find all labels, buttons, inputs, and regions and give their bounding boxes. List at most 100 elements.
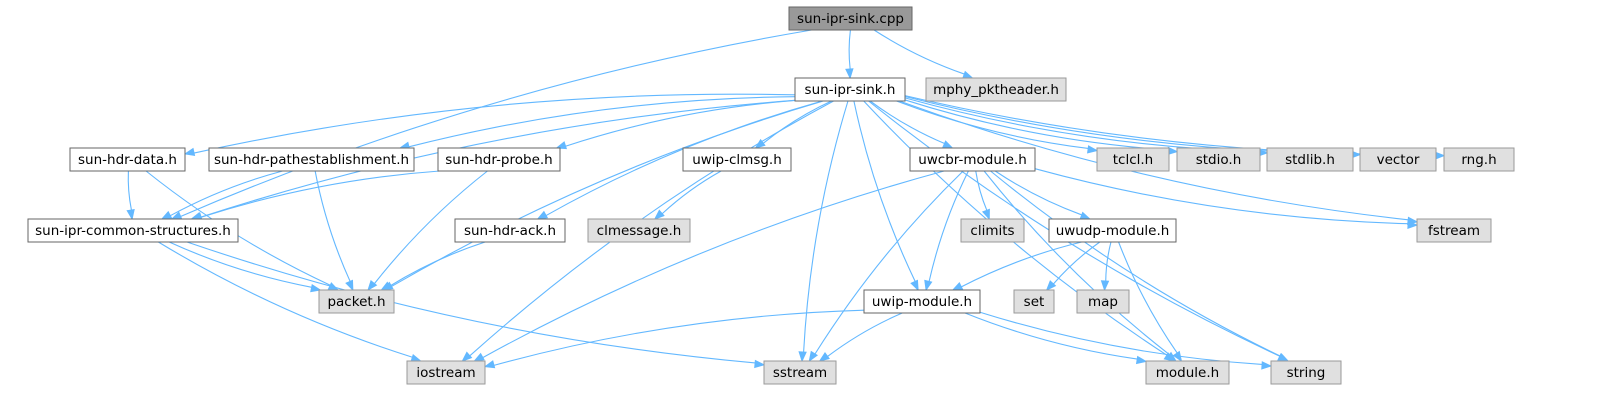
node-label: uwip-clmsg.h [692, 152, 782, 168]
node-box [1266, 147, 1354, 172]
edge-uwudp-to-set [1045, 241, 1101, 292]
node-label: sun-ipr-common-structures.h [35, 223, 231, 239]
node-module[interactable]: module.h [1145, 360, 1230, 385]
node-hdr_probe[interactable]: sun-hdr-probe.h [437, 147, 561, 172]
node-common[interactable]: sun-ipr-common-structures.h [27, 218, 239, 243]
edge-hdr_probe-to-common [190, 170, 440, 221]
node-tclcl[interactable]: tclcl.h [1096, 147, 1170, 172]
edge-hdr_path-to-packet [314, 170, 354, 292]
edge-uwcbr-to-string [990, 170, 1290, 362]
node-label: tclcl.h [1113, 152, 1154, 168]
node-uwip[interactable]: uwip-module.h [863, 289, 981, 314]
node-label: sun-hdr-data.h [78, 152, 177, 168]
node-string[interactable]: string [1270, 360, 1342, 385]
node-box [69, 147, 186, 172]
node-box [794, 77, 906, 102]
edge-uwip-to-string [979, 311, 1273, 370]
node-box [1096, 147, 1170, 172]
edge-sink_h-to-uwip [853, 100, 919, 292]
node-box [682, 147, 792, 172]
node-label: mphy_pktheader.h [933, 82, 1059, 98]
node-box [437, 147, 561, 172]
node-label: string [1287, 365, 1326, 381]
edge-hdr_ack-to-packet [380, 241, 486, 291]
edge-uwudp-to-uwip [951, 241, 1082, 291]
node-label: sun-ipr-sink.cpp [797, 11, 904, 27]
edge-sink_h-to-packet [382, 100, 824, 291]
edge-uwip-to-iostream [483, 309, 865, 369]
node-rng[interactable]: rng.h [1443, 147, 1515, 172]
node-label: iostream [416, 365, 475, 381]
edge-uwip-to-module [964, 312, 1148, 365]
node-box [925, 77, 1067, 102]
node-hdr_data[interactable]: sun-hdr-data.h [69, 147, 186, 172]
node-box [1013, 289, 1055, 314]
edge-uwcbr-to-iostream [473, 170, 945, 362]
node-iostream[interactable]: iostream [406, 360, 486, 385]
edge-sink_h-to-sstream [798, 100, 849, 363]
node-box [1270, 360, 1342, 385]
node-box [1076, 289, 1130, 314]
node-label: module.h [1156, 365, 1219, 381]
node-box [318, 289, 395, 314]
node-label: stdio.h [1196, 152, 1242, 168]
node-stdlib[interactable]: stdlib.h [1266, 147, 1354, 172]
node-mphy[interactable]: mphy_pktheader.h [925, 77, 1067, 102]
edge-hdr_probe-to-packet [367, 170, 488, 292]
node-map[interactable]: map [1076, 289, 1130, 314]
node-label: sun-ipr-sink.h [805, 82, 896, 98]
edge-sink_h-to-tclcl [896, 100, 1099, 154]
dependency-edges [126, 29, 1446, 370]
node-box [1443, 147, 1515, 172]
node-box [587, 218, 691, 243]
edge-uwcbr-to-fstream [1034, 168, 1419, 229]
edge-uwcbr-to-climits [975, 170, 990, 221]
node-packet[interactable]: packet.h [318, 289, 395, 314]
edge-sink_cpp-to-common [170, 29, 812, 220]
node-label: climits [970, 223, 1014, 239]
node-label: sun-hdr-ack.h [464, 223, 556, 239]
node-stdio[interactable]: stdio.h [1176, 147, 1261, 172]
node-box [1176, 147, 1261, 172]
node-sink_cpp[interactable]: sun-ipr-sink.cpp [788, 6, 913, 31]
edge-sink_cpp-to-mphy [873, 29, 974, 79]
node-vector[interactable]: vector [1359, 147, 1437, 172]
node-hdr_path[interactable]: sun-hdr-pathestablishment.h [208, 147, 415, 172]
node-climits[interactable]: climits [960, 218, 1025, 243]
edge-uwudp-to-map [1100, 241, 1112, 292]
node-label: sun-hdr-pathestablishment.h [214, 152, 409, 168]
node-fstream[interactable]: fstream [1416, 218, 1492, 243]
node-label: fstream [1428, 223, 1480, 239]
node-box [1359, 147, 1437, 172]
node-box [27, 218, 239, 243]
node-label: sstream [773, 365, 827, 381]
node-sstream[interactable]: sstream [763, 360, 837, 385]
node-box [1048, 218, 1177, 243]
node-box [763, 360, 837, 385]
node-box [909, 147, 1036, 172]
node-set[interactable]: set [1013, 289, 1055, 314]
edge-clmsg-to-clmessage [653, 170, 722, 220]
node-label: map [1088, 294, 1118, 310]
node-sink_h[interactable]: sun-ipr-sink.h [794, 77, 906, 102]
node-label: packet.h [327, 294, 385, 310]
node-label: uwip-module.h [872, 294, 972, 310]
node-box [1145, 360, 1230, 385]
node-label: stdlib.h [1285, 152, 1335, 168]
node-clmessage[interactable]: clmessage.h [587, 218, 691, 243]
edge-sink_h-to-uwcbr [869, 100, 954, 149]
node-box [1416, 218, 1492, 243]
node-box [960, 218, 1025, 243]
edge-sink_h-to-hdr_ack [536, 100, 823, 220]
node-hdr_ack[interactable]: sun-hdr-ack.h [454, 218, 566, 243]
edge-hdr_path-to-common [160, 170, 283, 220]
node-clmsg[interactable]: uwip-clmsg.h [682, 147, 792, 172]
file-nodes: sun-ipr-sink.cpp sun-ipr-sink.h mphy_pkthe… [27, 6, 1515, 385]
edge-uwcbr-to-module [983, 170, 1177, 362]
node-uwcbr[interactable]: uwcbr-module.h [909, 147, 1036, 172]
node-label: uwcbr-module.h [918, 152, 1027, 168]
node-label: sun-hdr-probe.h [445, 152, 553, 168]
node-uwudp[interactable]: uwudp-module.h [1048, 218, 1177, 243]
node-box [788, 6, 913, 31]
